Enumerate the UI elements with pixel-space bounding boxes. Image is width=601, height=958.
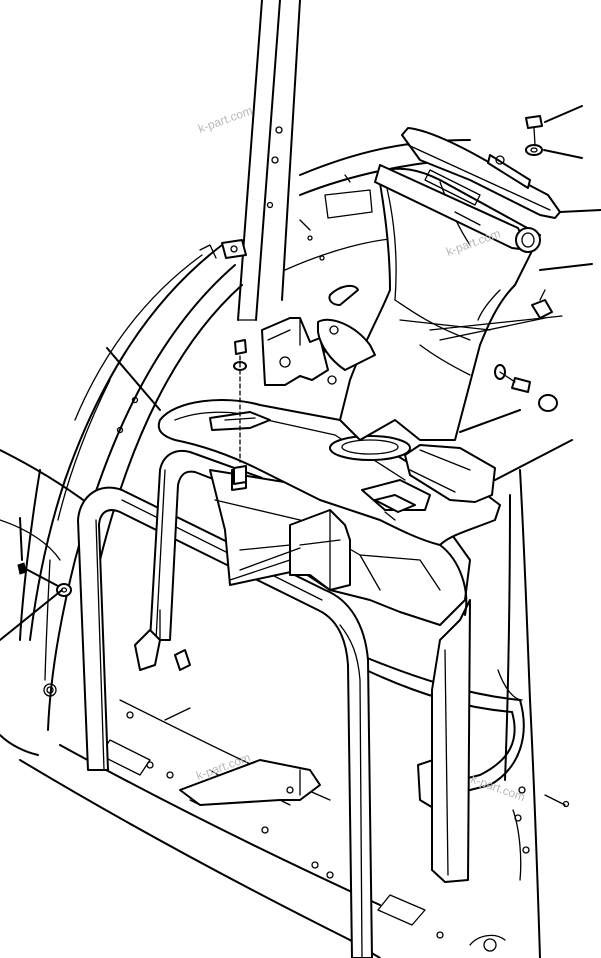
cap-plug [538,394,558,412]
bolt-center [233,339,247,485]
clip-nut [531,289,553,319]
leader-lines [0,105,601,641]
watermark-text: k-part.com [469,772,527,805]
watermark-text: k-part.com [196,103,254,136]
washer-top [525,144,543,156]
bolt-left [17,562,72,597]
bolt-right [494,364,531,393]
bolt-top [525,115,543,146]
slot-right [328,284,359,306]
handrail-frame [77,450,373,958]
arm-pad [404,444,496,503]
clip-lower [134,609,191,671]
mounting-bracket [261,317,376,386]
console-tower [339,127,561,441]
fasteners [17,115,558,671]
